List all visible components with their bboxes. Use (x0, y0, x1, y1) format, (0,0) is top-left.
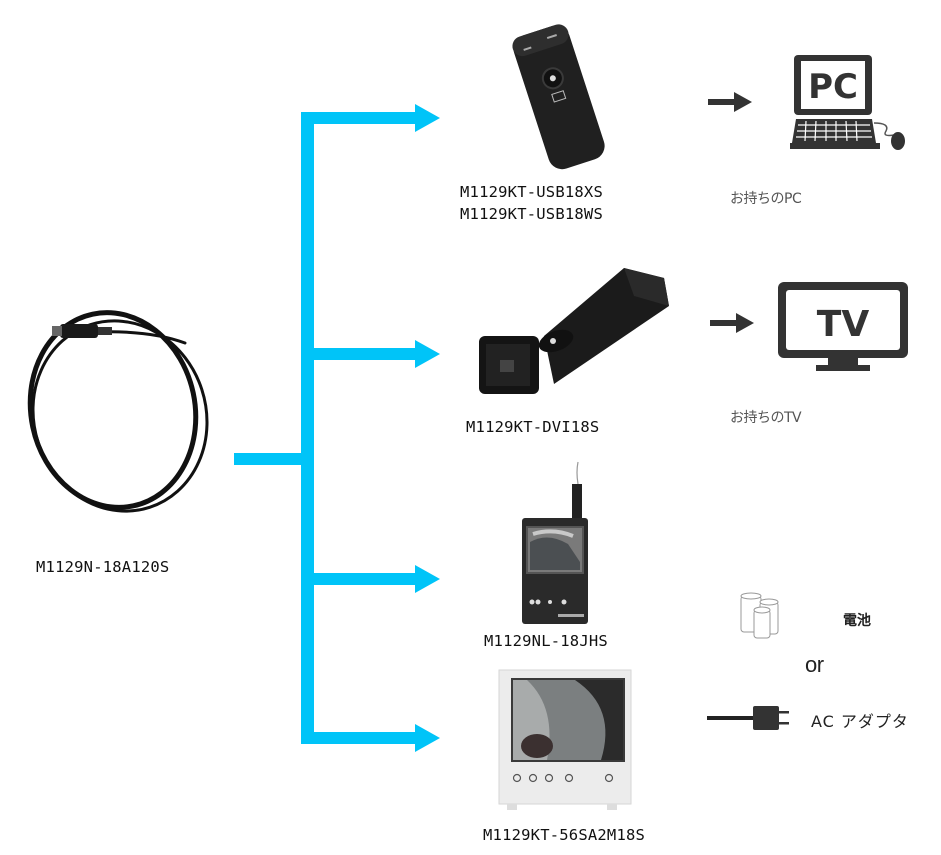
pc-icon-text: PC (808, 67, 858, 107)
arrowhead-3 (415, 565, 440, 593)
ac-adapter-icon (707, 706, 789, 730)
or-label: or (805, 652, 824, 677)
branch-1-model-label-2: M1129KT-USB18WS (460, 205, 603, 223)
branch-4-model-label: M1129KT-56SA2M18S (483, 826, 646, 844)
branch-3-model-label: M1129NL-18JHS (484, 632, 608, 650)
source-stem (234, 453, 304, 465)
tv-icon-text: TV (817, 304, 870, 345)
pc-output-label: お持ちのPC (730, 191, 802, 207)
arrowhead-2 (415, 340, 440, 368)
tv-output-label: お持ちのTV (730, 410, 802, 426)
battery-icon (740, 592, 779, 639)
branch-1-model-label-1: M1129KT-USB18XS (460, 183, 603, 201)
branch-line-3 (301, 573, 417, 585)
right-arrow-icon (710, 313, 754, 333)
tv-icon: TV (778, 282, 908, 371)
branch-line-4 (301, 732, 417, 744)
desktop-monitor-icon (498, 669, 632, 810)
ac-adapter-label: AC アダプタ (811, 712, 909, 731)
dvi-adapter-icon (479, 268, 669, 394)
pc-icon: PC (790, 55, 905, 150)
usb-adapter-icon (512, 24, 605, 170)
right-arrow-icon (708, 92, 752, 112)
branch-line-2 (301, 348, 417, 360)
battery-label: 電池 (843, 613, 871, 629)
arrowhead-1 (415, 104, 440, 132)
handheld-monitor-icon (522, 461, 588, 624)
branch-2-model-label: M1129KT-DVI18S (466, 418, 600, 436)
trunk-line (301, 112, 314, 744)
arrowhead-4 (415, 724, 440, 752)
branch-line-1 (301, 112, 417, 124)
scope-cable-icon (27, 310, 209, 513)
source-model-label: M1129N-18A120S (36, 558, 170, 576)
